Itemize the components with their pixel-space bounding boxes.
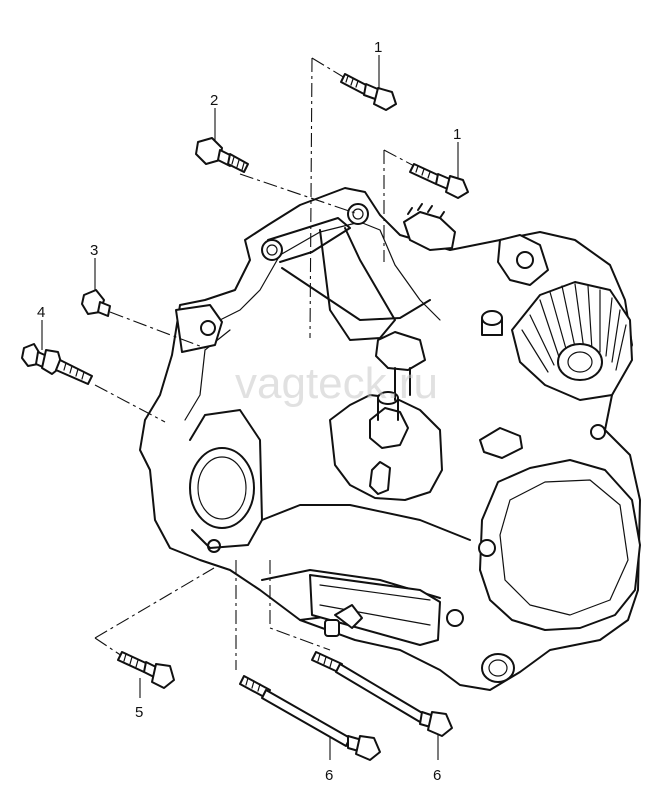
callout-labels: 1 1 2 3 4 5 6 6 <box>37 39 461 784</box>
callout-6-right: 6 <box>433 767 441 784</box>
bolt-lower <box>117 651 175 689</box>
transmission-housing <box>139 187 641 691</box>
bolt-upper <box>340 73 397 111</box>
stud-lower-right <box>311 651 453 737</box>
callout-6-left: 6 <box>325 767 333 784</box>
callout-3: 3 <box>90 242 98 259</box>
bolt-right <box>409 163 469 199</box>
watermark-text: vagteck.ru <box>235 359 438 408</box>
callout-1-upper: 1 <box>374 39 382 56</box>
callout-4: 4 <box>37 304 45 321</box>
stud-left <box>21 343 93 385</box>
bolt-left-upper <box>195 137 249 173</box>
leader-lines <box>41 55 459 760</box>
callout-2: 2 <box>210 92 218 109</box>
callout-5: 5 <box>135 704 143 721</box>
cooling-fins <box>521 283 627 373</box>
stud-lower-left <box>239 675 381 761</box>
bolt-short <box>81 289 111 317</box>
callout-1-right: 1 <box>453 126 461 143</box>
